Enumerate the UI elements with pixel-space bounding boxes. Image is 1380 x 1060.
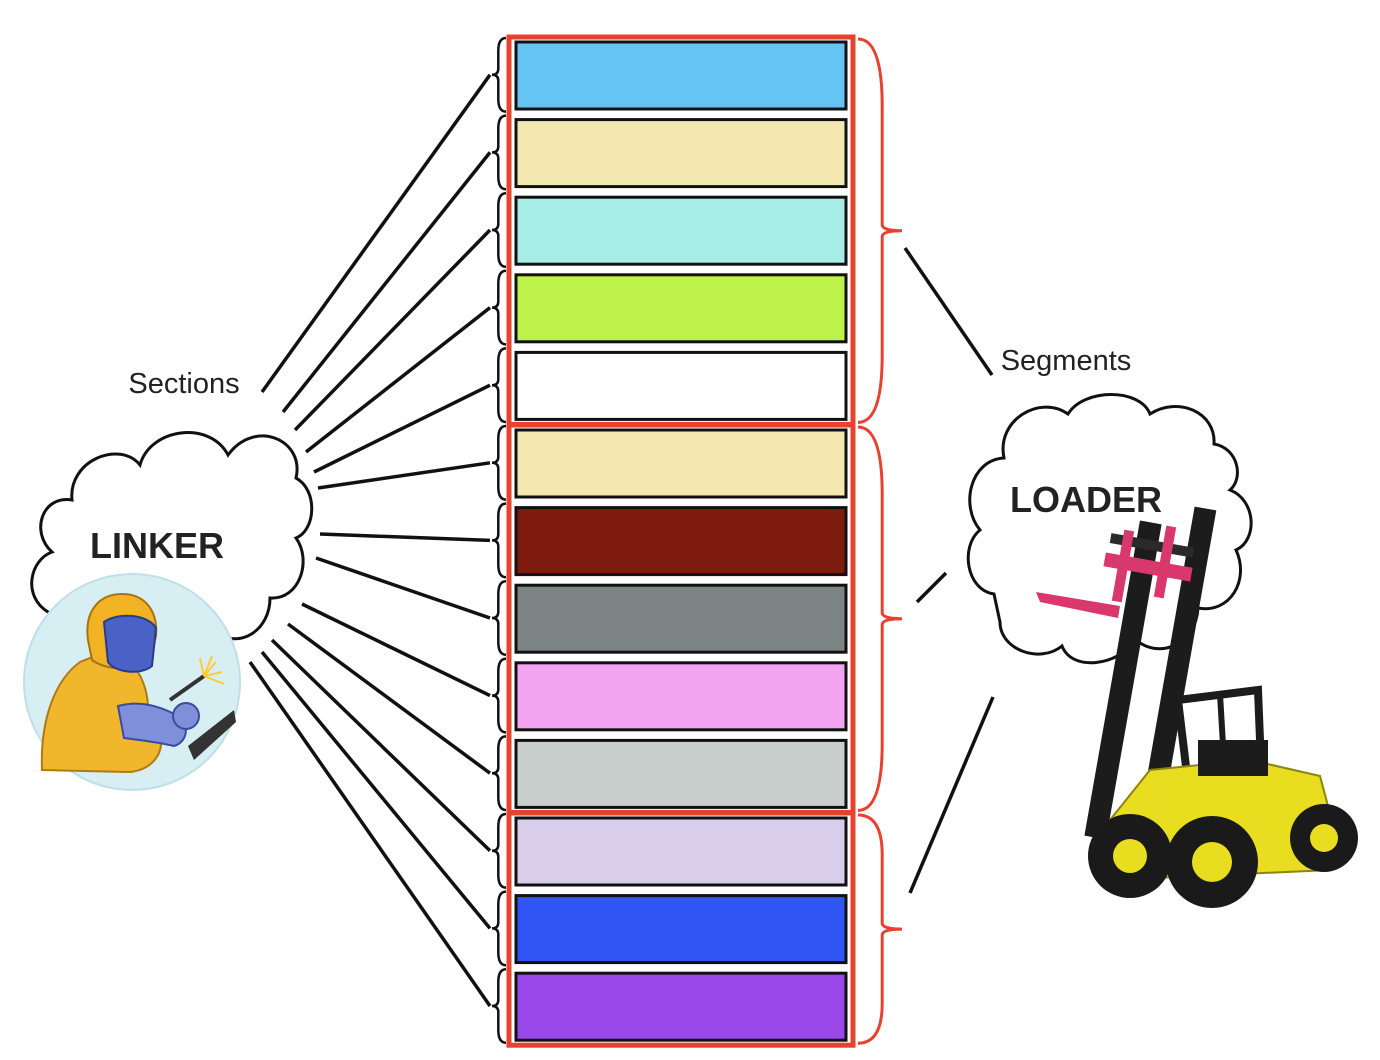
- section-bar: [514, 506, 848, 577]
- section-brace: [491, 269, 507, 346]
- segment-box: [506, 810, 856, 1048]
- section-brace: [491, 36, 507, 113]
- section-brace: [491, 114, 507, 191]
- section-brace: [491, 735, 507, 812]
- segment-brace: [857, 425, 903, 812]
- segment-boxes: [506, 34, 856, 1048]
- section-connector-line: [248, 660, 492, 1008]
- section-bar: [514, 350, 848, 421]
- section-brace: [491, 967, 507, 1045]
- section-connector-line: [304, 306, 492, 454]
- segment-connector-line: [915, 571, 948, 604]
- section-bar: [514, 971, 848, 1042]
- section-brace: [491, 579, 507, 657]
- section-bar: [514, 661, 848, 732]
- section-connector-line: [319, 532, 491, 543]
- section-bar: [514, 118, 848, 189]
- section-bar: [514, 738, 848, 809]
- segment-connector-line: [908, 696, 995, 894]
- section-connector-line: [281, 151, 492, 414]
- segment-braces: [857, 37, 903, 1045]
- section-connector-line: [301, 602, 491, 698]
- section-connector-line: [293, 228, 492, 432]
- section-connector-line: [317, 461, 491, 490]
- section-connectors: [248, 73, 492, 1008]
- section-connector-line: [315, 556, 491, 620]
- section-brace: [491, 890, 507, 967]
- section-brace: [491, 812, 507, 889]
- segment-brace: [857, 37, 903, 424]
- section-bar: [514, 40, 848, 111]
- section-bar: [514, 428, 848, 499]
- loader-label: LOADER: [1010, 479, 1162, 520]
- section-brace: [491, 191, 507, 269]
- section-bar: [514, 273, 848, 344]
- segment-connectors: [903, 247, 995, 894]
- section-bar: [514, 195, 848, 266]
- section-connector-line: [260, 73, 492, 394]
- segment-brace: [857, 813, 903, 1045]
- section-connector-line: [260, 650, 492, 930]
- section-connector-line: [313, 383, 491, 474]
- forklift-icon: [1036, 506, 1358, 908]
- section-bar: [514, 583, 848, 654]
- section-brace: [491, 424, 507, 501]
- sections-label: Sections: [128, 368, 239, 400]
- section-braces: [491, 36, 507, 1045]
- section-bar: [514, 816, 848, 887]
- section-brace: [491, 657, 507, 734]
- section-connector-line: [270, 638, 492, 853]
- section-bars: [514, 40, 848, 1042]
- section-connector-line: [286, 622, 492, 775]
- section-bar: [514, 894, 848, 965]
- welder-icon: [23, 573, 241, 791]
- segment-connector-line: [903, 247, 994, 376]
- linker-label: LINKER: [90, 525, 224, 566]
- section-brace: [491, 502, 507, 579]
- segments-label: Segments: [1001, 345, 1132, 377]
- section-brace: [491, 347, 507, 424]
